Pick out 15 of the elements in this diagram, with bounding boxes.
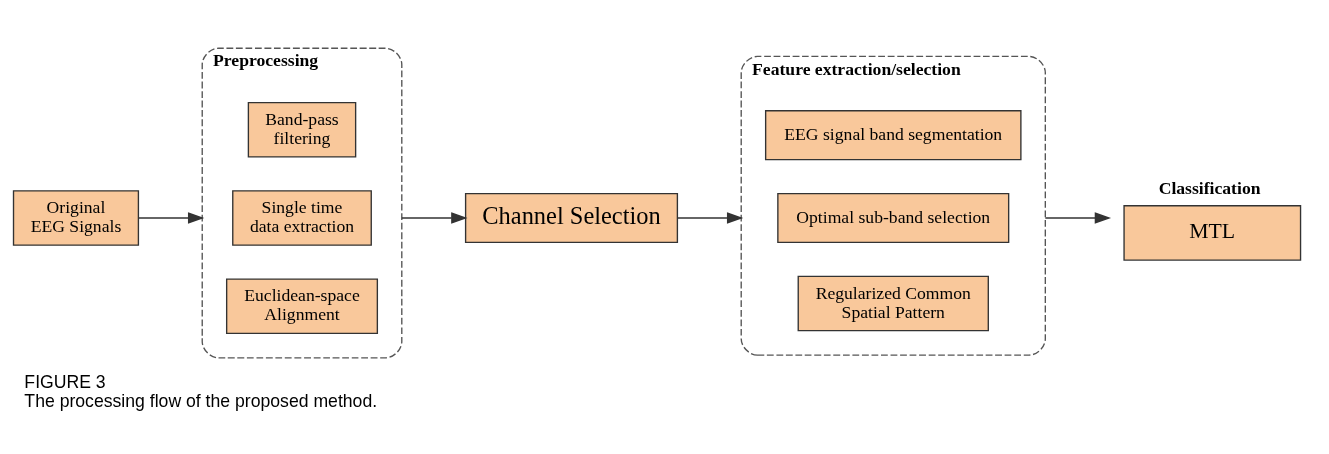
arrow (1044, 211, 1112, 224)
arrow (138, 211, 205, 224)
node-box: Euclidean-space Alignment (226, 277, 379, 334)
node-box: Channel Selection (464, 192, 679, 243)
arrow (401, 211, 468, 224)
node-box: Original EEG Signals (12, 189, 140, 246)
node-box: EEG signal band segmentation (764, 109, 1022, 160)
arrow (677, 211, 744, 224)
node-box: Single time data extraction (232, 189, 372, 246)
node-box: Band-pass filtering (247, 101, 357, 158)
caption: The processing flow of the proposed method. (24, 390, 378, 411)
node-box: Regularized Common Spatial Pattern (797, 275, 989, 331)
diagram-title: FIGURE 3 (24, 371, 106, 392)
node-label: Classification (1158, 177, 1261, 198)
node-box: Optimal sub-band selection (777, 192, 1010, 243)
